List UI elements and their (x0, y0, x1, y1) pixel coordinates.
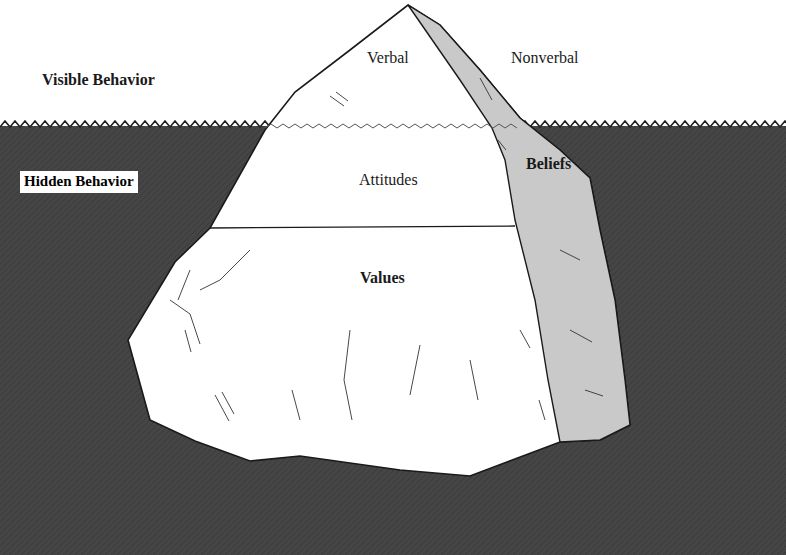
layer-label: Verbal (367, 49, 409, 66)
ice-waterline (265, 124, 517, 128)
label-holder: Visible Behavior (42, 71, 155, 89)
layer-label: Values (360, 269, 405, 286)
ice-hatching (170, 78, 603, 421)
label-holder: Nonverbal (511, 49, 579, 67)
label-holder: Verbal (367, 49, 409, 67)
iceberg-outline (128, 5, 630, 476)
layer-label: Beliefs (526, 155, 571, 172)
label-box: Hidden Behavior (20, 171, 138, 193)
layer-divider (210, 226, 515, 228)
section-label: Visible Behavior (42, 71, 155, 88)
label-holder: Attitudes (359, 171, 418, 189)
beliefs-strip (408, 5, 630, 442)
layer-label: Nonverbal (511, 49, 579, 66)
label-holder: Beliefs (526, 155, 571, 173)
label-holder: Values (360, 269, 405, 287)
region-heading: Hidden Behavior (24, 173, 134, 190)
layer-label: Attitudes (359, 171, 418, 188)
